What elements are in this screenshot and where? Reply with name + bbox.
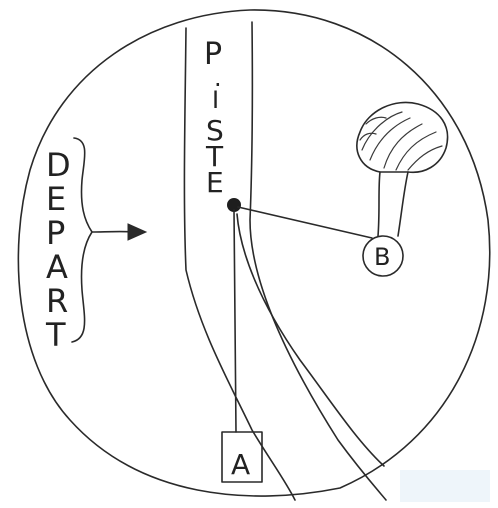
piste-right-edge bbox=[250, 22, 386, 500]
paper-stain bbox=[400, 470, 490, 502]
point-b-label: B bbox=[374, 243, 390, 271]
piste-inner-curve bbox=[237, 214, 384, 466]
piste-letter-i: I bbox=[212, 86, 219, 114]
piste-label: P . I S T E bbox=[204, 37, 224, 199]
point-a-label: A bbox=[231, 448, 250, 481]
piste-letter-e: E bbox=[206, 166, 224, 199]
depart-arrow-head bbox=[128, 224, 146, 240]
depart-letter-e: E bbox=[46, 180, 66, 218]
depart-letter-d: D bbox=[46, 146, 71, 184]
line-to-b bbox=[238, 207, 372, 238]
depart-letter-t: T bbox=[45, 316, 66, 354]
depart-label: D E P A R T bbox=[45, 146, 71, 354]
depart-brace bbox=[72, 138, 92, 342]
depart-letter-p: P bbox=[46, 214, 65, 252]
tree-icon bbox=[357, 102, 448, 172]
line-to-a bbox=[234, 210, 236, 432]
depart-letter-a: A bbox=[46, 248, 68, 286]
piste-left-edge bbox=[184, 28, 295, 500]
depart-letter-r: R bbox=[46, 282, 68, 320]
tree-trunk bbox=[378, 172, 408, 236]
outer-circle bbox=[18, 10, 489, 496]
